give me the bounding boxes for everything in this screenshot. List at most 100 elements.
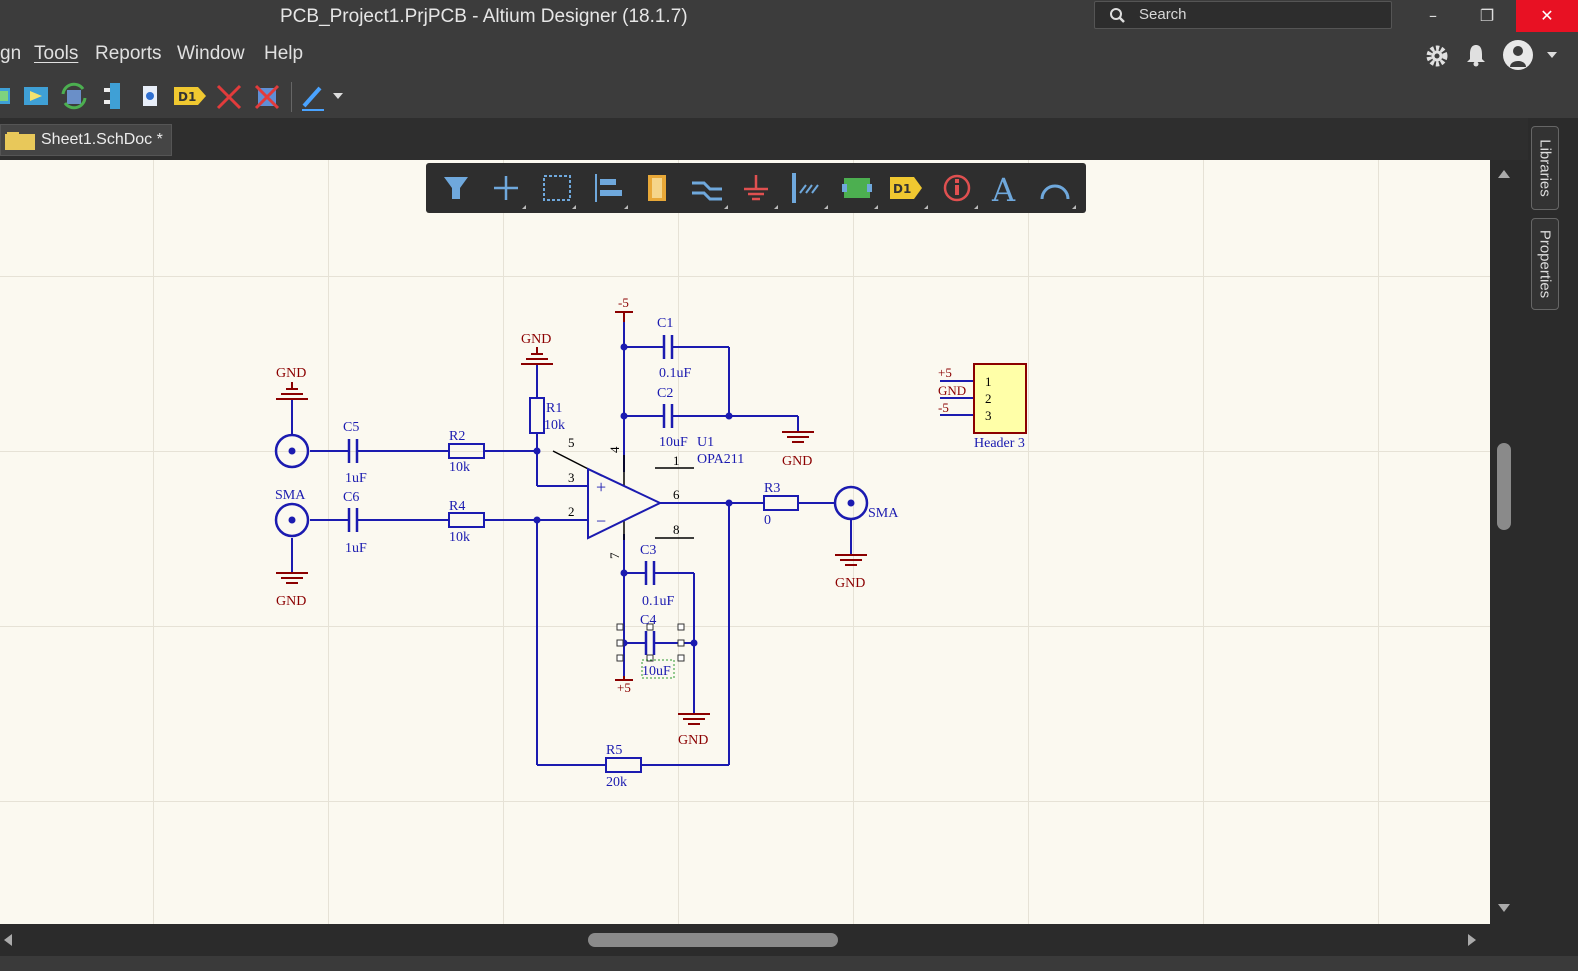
u1-value: OPA211	[697, 452, 744, 467]
drawing-pen-icon[interactable]	[298, 82, 328, 112]
menu-design[interactable]: gn	[0, 43, 22, 64]
c2-designator: C2	[657, 386, 673, 401]
pos5-label: +5	[617, 680, 631, 695]
c6-designator: C6	[343, 490, 359, 505]
pin-8: 8	[673, 522, 680, 537]
pin-4: 4	[607, 446, 622, 453]
harness-icon[interactable]	[100, 80, 128, 112]
text-string-icon[interactable]: A	[991, 171, 1016, 209]
menu-window[interactable]: Window	[177, 43, 245, 64]
scroll-up-arrow-icon[interactable]	[1497, 168, 1511, 180]
net-label-icon[interactable]: D1	[890, 177, 922, 199]
opamp-plus: +	[596, 477, 606, 497]
title-bar: PCB_Project1.PrjPCB - Altium Designer (1…	[0, 0, 1578, 34]
header-pos5-label: +5	[938, 365, 952, 380]
scroll-left-arrow-icon[interactable]	[2, 933, 14, 947]
selection-handles[interactable]	[616, 623, 685, 662]
r5-value: 20k	[606, 775, 627, 790]
resistors	[448, 397, 799, 773]
gnd-label-3: GND	[276, 594, 306, 609]
pin-3: 3	[568, 470, 575, 485]
pin-2: 2	[568, 504, 575, 519]
horizontal-scrollbar[interactable]	[0, 924, 1490, 956]
active-bar-toolbar: D1 A	[426, 163, 1086, 213]
settings-gear-icon[interactable]	[1424, 43, 1450, 69]
net-label-icon[interactable]: D1	[172, 84, 208, 108]
window-title: PCB_Project1.PrjPCB - Altium Designer (1…	[280, 6, 688, 27]
place-wire-icon[interactable]	[692, 181, 722, 201]
update-sheet-icon[interactable]	[58, 80, 90, 112]
c4-value-selection	[641, 659, 675, 679]
filter-icon[interactable]	[444, 177, 468, 199]
pin-numbers: 5 3 2 1 6 8 4 7 1 2 3	[568, 374, 992, 559]
scroll-down-arrow-icon[interactable]	[1497, 902, 1511, 914]
directive-icon[interactable]	[943, 174, 971, 202]
schematic-canvas[interactable]: + −	[0, 160, 1490, 924]
u1-designator: U1	[697, 435, 714, 450]
r4-designator: R4	[449, 499, 465, 514]
opamp-u1[interactable]: + −	[587, 467, 663, 540]
search-placeholder: Search	[1139, 6, 1187, 23]
generic-no-erc-icon[interactable]	[252, 82, 282, 112]
close-button[interactable]: ✕	[1516, 0, 1578, 32]
select-rectangle-icon[interactable]	[543, 175, 571, 201]
dropdown-corner-markers	[522, 205, 1076, 209]
gnd-label-6: GND	[678, 733, 708, 748]
r2-designator: R2	[449, 429, 465, 444]
bus-entry-icon[interactable]	[792, 173, 819, 203]
search-box[interactable]: Search	[1094, 1, 1392, 29]
restore-button[interactable]: ❐	[1479, 6, 1495, 25]
vertical-scroll-thumb[interactable]	[1497, 443, 1511, 530]
pen-dropdown-chevron-icon[interactable]	[333, 92, 343, 100]
c1-designator: C1	[657, 316, 673, 331]
header-gnd-label: GND	[938, 383, 966, 398]
libraries-panel-tab[interactable]: Libraries	[1531, 126, 1559, 210]
r2-value: 10k	[449, 460, 470, 475]
horizontal-scroll-thumb[interactable]	[588, 933, 838, 947]
c4-designator: C4	[640, 613, 656, 628]
header-3-component[interactable]	[973, 363, 1027, 434]
opamp-minus: −	[596, 511, 606, 531]
vertical-scrollbar[interactable]	[1490, 160, 1528, 924]
menu-bar: gn Tools Reports Window Help	[0, 34, 1578, 76]
user-avatar-icon[interactable]	[1502, 39, 1534, 71]
sheet-symbol-icon[interactable]	[842, 178, 872, 198]
toolbar-separator	[291, 82, 292, 112]
sma-centers	[288, 447, 855, 524]
pin-1: 1	[673, 453, 680, 468]
minimize-button[interactable]: –	[1429, 6, 1437, 25]
component-labels: SMA SMA C5 1uF C6 1uF R2 10k R4 10k R1 1…	[275, 316, 1025, 790]
move-cross-icon[interactable]	[494, 176, 518, 200]
gnd-label-1: GND	[276, 366, 306, 381]
properties-panel-tab[interactable]: Properties	[1531, 218, 1559, 310]
align-icon[interactable]	[595, 174, 622, 202]
properties-tab-label: Properties	[1536, 229, 1554, 299]
r3-designator: R3	[764, 481, 780, 496]
gnd-label-5: GND	[835, 576, 865, 591]
notification-bell-icon[interactable]	[1464, 43, 1488, 67]
sheet-symbol-icon[interactable]	[22, 82, 50, 110]
component-icon[interactable]	[0, 82, 14, 110]
sma-label-1: SMA	[275, 488, 306, 503]
menu-help[interactable]: Help	[264, 43, 304, 64]
schematic-drawing[interactable]: + −	[0, 160, 1490, 924]
c5-value: 1uF	[345, 471, 367, 486]
junction-dots	[533, 343, 733, 647]
place-part-icon[interactable]	[648, 175, 666, 201]
menu-reports[interactable]: Reports	[95, 43, 162, 64]
power-port-icon[interactable]	[744, 175, 768, 201]
tab-sheet1-schdoc[interactable]: Sheet1.SchDoc *	[0, 124, 172, 156]
no-erc-red-x-icon[interactable]	[214, 82, 244, 112]
menu-tools[interactable]: Tools	[34, 43, 79, 64]
right-panel-strip: Libraries Properties	[1528, 118, 1578, 971]
port-icon[interactable]	[138, 82, 164, 110]
user-menu-chevron-icon[interactable]	[1546, 50, 1558, 60]
pin-7: 7	[607, 552, 622, 559]
arc-icon[interactable]	[1040, 184, 1070, 200]
scroll-right-arrow-icon[interactable]	[1466, 933, 1478, 947]
r1-designator: R1	[546, 401, 562, 416]
c1-value: 0.1uF	[659, 366, 692, 381]
tab-label: Sheet1.SchDoc *	[41, 131, 163, 148]
pin-5: 5	[568, 435, 575, 450]
r3-value: 0	[764, 513, 771, 528]
